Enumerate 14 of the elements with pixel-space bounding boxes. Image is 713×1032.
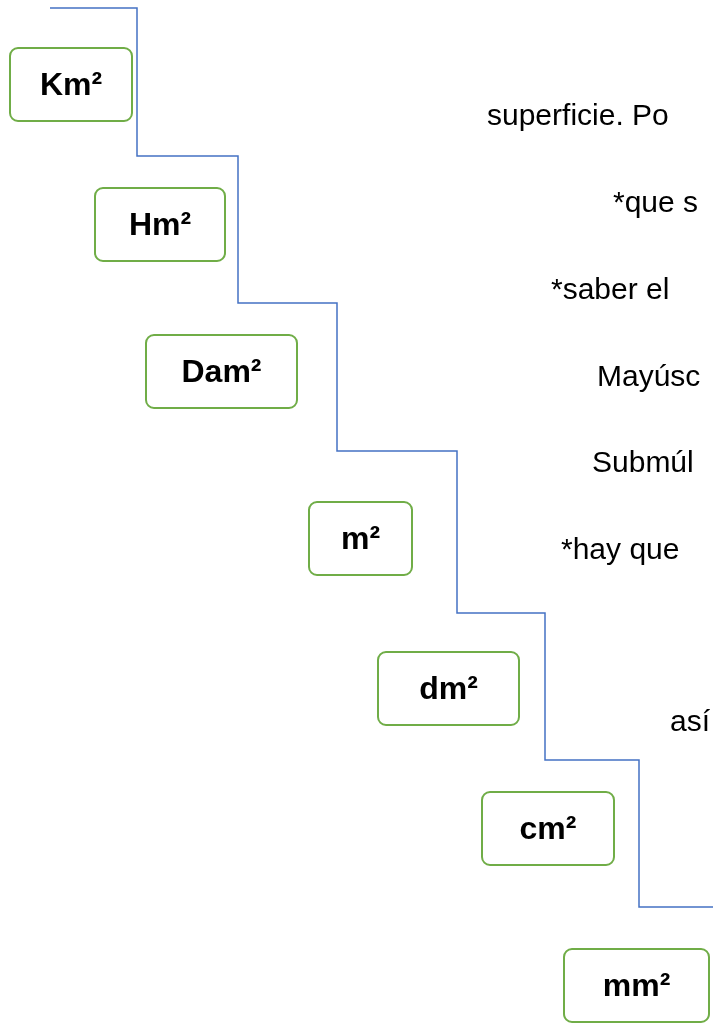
text-line: superficie. Po: [487, 98, 669, 132]
text-line: *que s: [613, 185, 699, 219]
unit-box: m²: [308, 501, 413, 576]
unit-box: Hm²: [94, 187, 226, 262]
unit-box: Km²: [9, 47, 133, 122]
text-line: así: [670, 704, 711, 738]
text-line: Mayúsc: [597, 359, 701, 393]
text-line: Submúl: [592, 445, 694, 479]
unit-box: cm²: [481, 791, 615, 866]
unit-box: dm²: [377, 651, 520, 726]
unit-box: Dam²: [145, 334, 298, 409]
text-line: *hay que: [561, 532, 680, 566]
text-line: *saber el: [551, 272, 670, 306]
unit-box: mm²: [563, 948, 710, 1023]
